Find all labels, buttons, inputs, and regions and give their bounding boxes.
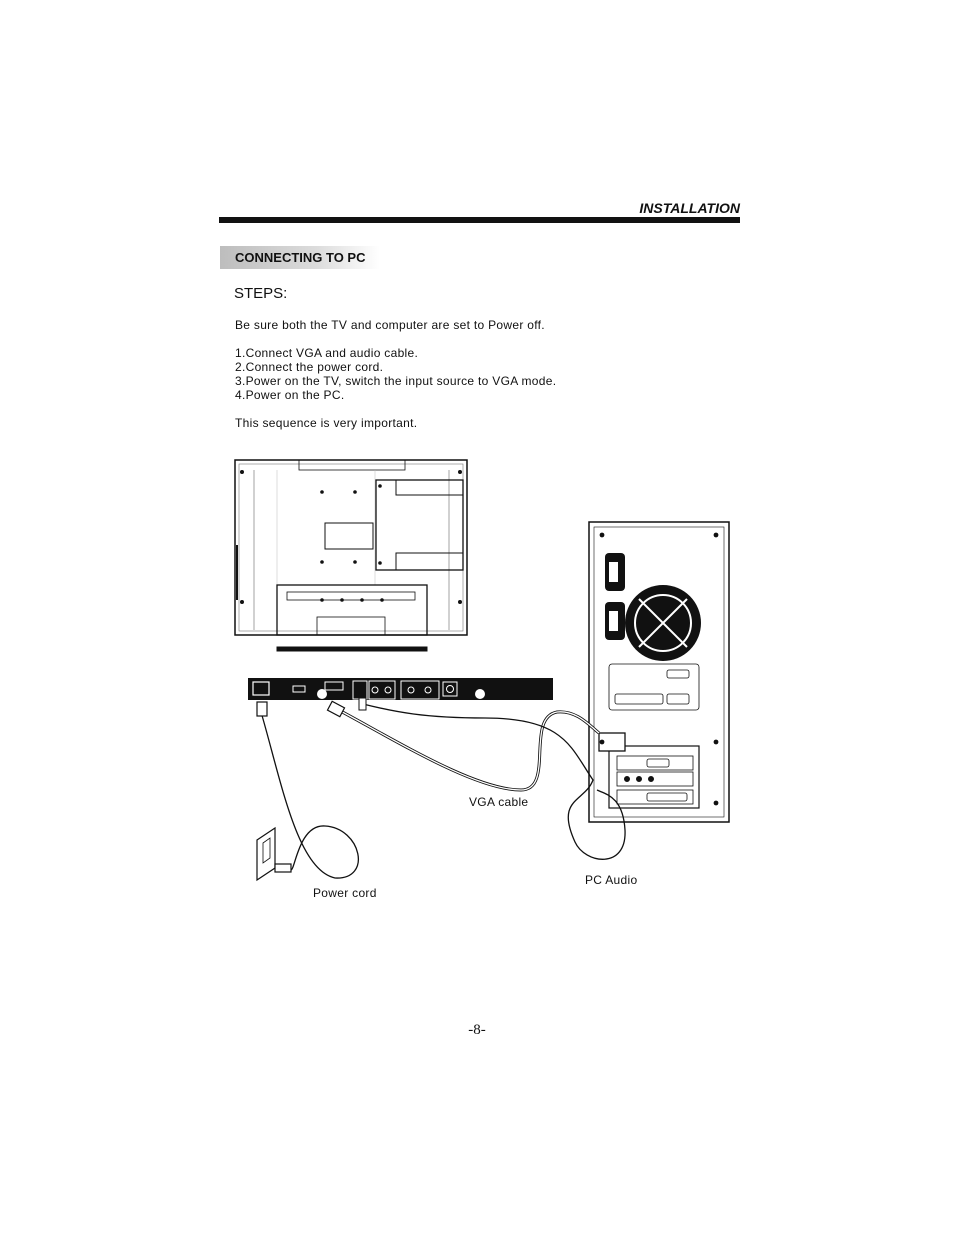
pc-audio-cable-line	[362, 703, 626, 860]
section-header-title: INSTALLATION	[639, 200, 740, 216]
step-item-4: 4.Power on the PC.	[235, 388, 345, 402]
step-item-3: 3.Power on the TV, switch the input sour…	[235, 374, 557, 388]
section-title-tab	[220, 246, 380, 269]
pc-tower-illustration	[588, 521, 730, 823]
section-title: CONNECTING TO PC	[235, 250, 366, 265]
tv-connector-panel	[248, 678, 553, 700]
vga-cable-label: VGA cable	[469, 795, 529, 809]
power-cord-label: Power cord	[313, 886, 377, 900]
connection-diagram: VGA cable PC Audio Power cord	[225, 450, 745, 920]
steps-intro: Be sure both the TV and computer are set…	[235, 318, 545, 332]
pc-audio-label: PC Audio	[585, 873, 638, 887]
steps-note: This sequence is very important.	[235, 416, 418, 430]
power-cord-line	[260, 711, 359, 879]
step-item-1: 1.Connect VGA and audio cable.	[235, 346, 419, 360]
vga-cable-line	[334, 706, 600, 792]
page-number: -8-	[468, 1022, 486, 1038]
header-rule	[219, 217, 740, 223]
step-item-2: 2.Connect the power cord.	[235, 360, 384, 374]
wall-outlet-illustration	[256, 826, 292, 882]
steps-heading: STEPS:	[234, 285, 288, 302]
tv-back-illustration	[234, 459, 468, 652]
